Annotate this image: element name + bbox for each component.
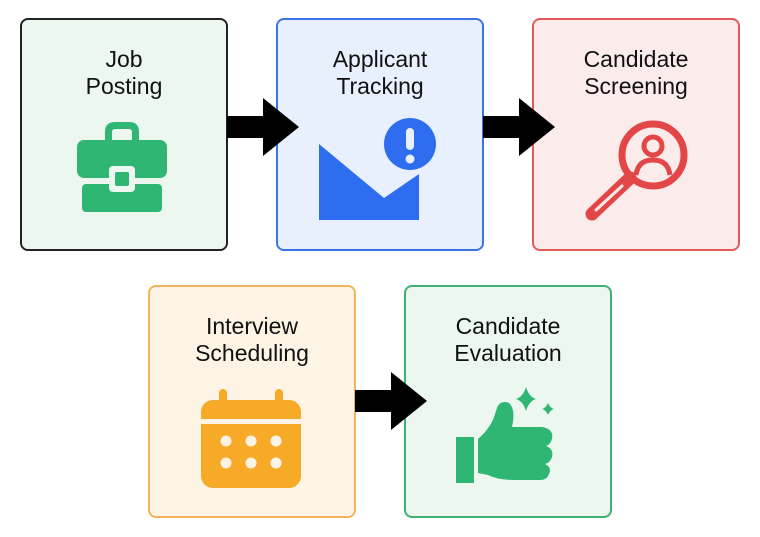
- step-candidate-screening: Candidate Screening: [532, 18, 740, 251]
- step-title: Candidate Evaluation: [454, 313, 562, 366]
- arrow-job-to-tracking: [227, 98, 299, 156]
- step-title: Candidate Screening: [583, 46, 689, 99]
- step-title: Applicant Tracking: [332, 46, 428, 99]
- step-job-posting: Job Posting: [20, 18, 228, 251]
- step-interview-scheduling: Interview Scheduling: [148, 285, 356, 518]
- thumbs-up-sparkle-icon: [456, 387, 554, 483]
- briefcase-icon: [77, 122, 167, 212]
- step-candidate-evaluation: Candidate Evaluation: [404, 285, 612, 518]
- mail-alert-icon: [319, 118, 436, 220]
- search-user-icon: [585, 120, 688, 221]
- step-title: Job Posting: [85, 46, 163, 99]
- arrow-tracking-to-screening: [483, 98, 555, 156]
- step-applicant-tracking: Applicant Tracking: [276, 18, 484, 251]
- step-title: Interview Scheduling: [195, 313, 309, 366]
- calendar-icon: [201, 389, 301, 488]
- arrow-interview-to-evaluation: [355, 372, 427, 430]
